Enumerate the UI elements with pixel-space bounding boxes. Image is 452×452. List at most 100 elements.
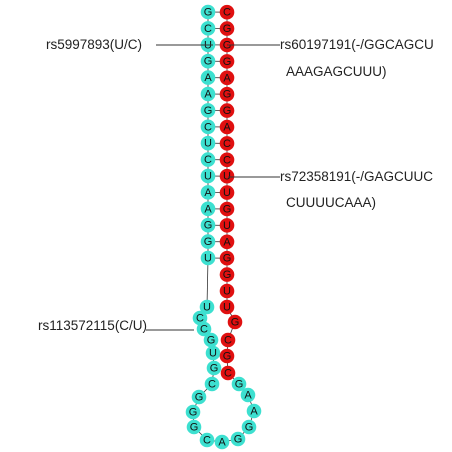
nucleotide-right: U: [219, 218, 235, 233]
nucleotide-letter: A: [223, 72, 231, 84]
nucleotide-circle: [219, 21, 235, 36]
nucleotide-circle: [219, 283, 235, 299]
nucleotide-left: G: [203, 332, 219, 348]
nucleotide-letter: G: [195, 392, 204, 404]
rs5997893-label: rs5997893(U/C): [46, 37, 142, 52]
nucleotide-left: C: [204, 376, 220, 392]
nucleotide-letter: G: [223, 269, 232, 281]
nucleotide-letter: G: [204, 220, 213, 232]
nucleotide-letter: G: [190, 422, 199, 434]
nucleotide-circle: [219, 54, 235, 69]
nucleotide-letter: C: [224, 335, 232, 347]
nucleotide-letter: C: [224, 368, 232, 380]
nucleotide-circle: [205, 345, 221, 361]
nucleotide-letter: C: [223, 154, 231, 166]
nucleotide-circle: [196, 321, 212, 337]
nucleotide-left: C: [199, 432, 215, 448]
nucleotide-right: G: [219, 86, 235, 102]
nucleotide-left: C: [200, 21, 216, 36]
nucleotide-left: U: [199, 299, 215, 315]
nucleotide-circle: [214, 434, 230, 450]
nucleotide-left: A: [200, 201, 216, 217]
nucleotide-right: C: [220, 365, 236, 381]
nucleotide-right: A: [219, 234, 235, 250]
nucleotide-circle: [204, 376, 220, 392]
nucleotide-circle: [200, 21, 216, 36]
nucleotide-letter: C: [208, 379, 216, 391]
nucleotide-circle: [219, 234, 235, 250]
rs60197191-label-line2: AAAGAGCUUU): [286, 64, 387, 79]
nucleotide-circle: [191, 389, 207, 405]
nucleotide-letter: A: [204, 89, 212, 101]
nucleotide-letter: U: [223, 187, 231, 199]
nucleotide-circle: [219, 136, 235, 151]
nucleotide-right: C: [219, 136, 235, 151]
nucleotide-right: A: [219, 70, 235, 86]
nucleotide-circle: [219, 70, 235, 86]
nucleotide-left: U: [200, 250, 216, 266]
nucleotide-circle: [219, 185, 235, 200]
rs72358191-label-line2: CUUUUCAAA): [286, 195, 376, 210]
nucleotide-letter: C: [196, 313, 204, 325]
nucleotide-right: U: [219, 185, 235, 200]
nucleotide-letter: G: [223, 40, 232, 52]
nucleotide-right: G: [219, 250, 235, 266]
nucleotide-circle: [219, 86, 235, 102]
nucleotide-letter: G: [234, 434, 243, 446]
nucleotide-letter: U: [223, 171, 231, 183]
nucleotide-letter: U: [223, 220, 231, 232]
nucleotide-letter: A: [250, 406, 258, 418]
nucleotide-left: C: [196, 321, 212, 337]
nucleotide-circle: [230, 431, 246, 447]
annotation-rs60197191: rs60197191(-/GGCAGCU AAAGAGCUUU): [228, 37, 434, 79]
nucleotide-letter: C: [203, 435, 211, 447]
nucleotide-circle: [219, 250, 235, 266]
nucleotide-letter: U: [204, 138, 212, 150]
nucleotide-letter: A: [244, 390, 252, 402]
nucleotide-letter: G: [223, 253, 232, 265]
nucleotide-circle: [246, 403, 262, 419]
nucleotide-right: U: [219, 283, 235, 299]
nucleotide-letter: U: [223, 286, 231, 298]
nucleotide-left: C: [200, 119, 216, 135]
nucleotide-circle: [200, 168, 216, 184]
nucleotide-left: G: [200, 217, 216, 233]
nucleotide-letter: U: [223, 302, 231, 314]
backbone-bond: [206, 257, 209, 308]
nucleotide-right: U: [219, 168, 235, 184]
nucleotide-letter: G: [204, 105, 213, 117]
nucleotide-circle: [219, 168, 235, 184]
nucleotide-right: U: [219, 299, 235, 315]
nucleotide-circle: [220, 365, 236, 381]
nucleotide-circle: [199, 299, 215, 315]
nucleotide-circle: [200, 250, 216, 266]
nucleotide-letter: G: [223, 89, 232, 101]
nucleotide-circle: [206, 360, 222, 376]
nucleotide-right: C: [219, 152, 235, 168]
nucleotide-left: G: [186, 419, 202, 435]
nucleotide-circle: [220, 332, 236, 348]
nucleotide-left: G: [200, 234, 216, 249]
nucleotide-right: G: [219, 201, 235, 217]
nucleotide-left: G: [191, 389, 207, 405]
nucleotide-circle: [200, 119, 216, 135]
nucleotide-circle: [219, 299, 235, 315]
nucleotide-circle: [227, 314, 243, 330]
nucleotide-letter: G: [210, 363, 219, 375]
nucleotide-left: U: [200, 135, 216, 151]
nucleotide-right: G: [219, 103, 235, 118]
nucleotide-circle: [219, 267, 235, 282]
nucleotide-circle: [200, 53, 216, 69]
nucleotide-circle: [186, 419, 202, 435]
nucleotide-letter: G: [235, 379, 244, 391]
nucleotide-left: A: [214, 434, 230, 450]
nucleotide-letter: A: [223, 122, 231, 134]
nucleotide-letter: C: [200, 324, 208, 336]
nucleotide-left: G: [185, 404, 201, 420]
nucleotide-left: G: [231, 376, 247, 392]
nucleotide-left: G: [230, 431, 246, 447]
nucleotide-letter: G: [223, 56, 232, 68]
nucleotide-letter: C: [204, 121, 212, 133]
nucleotide-letter: A: [218, 437, 226, 449]
nucleotide-letter: G: [204, 236, 213, 248]
